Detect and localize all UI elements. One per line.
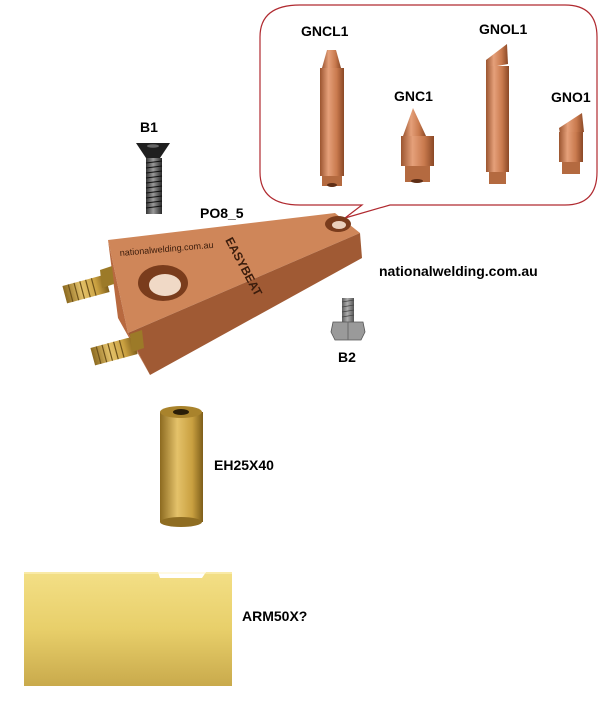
- site-label: nationalwelding.com.au: [379, 263, 538, 279]
- gnol1-electrode-tip: [486, 44, 509, 184]
- arm50x-label: ARM50X?: [242, 608, 308, 624]
- b2-hex-bolt: [330, 298, 366, 341]
- arm50x-arm: [24, 572, 232, 686]
- gncl1-electrode-tip: [320, 50, 344, 187]
- gncl1-label: GNCL1: [301, 23, 349, 39]
- b2-label: B2: [338, 349, 356, 365]
- brass-fitting-upper: [62, 266, 114, 304]
- b1-countersunk-screw: [136, 143, 170, 214]
- brass-fitting-lower: [90, 330, 144, 366]
- callout-bubble: [259, 4, 598, 219]
- gnol1-label: GNOL1: [479, 21, 528, 37]
- eh25x40-label: EH25X40: [214, 457, 274, 473]
- po8-5-electrode-holder-block: [108, 213, 362, 375]
- gno1-label: GNO1: [551, 89, 591, 105]
- gnc1-electrode-tip: [401, 108, 434, 183]
- gno1-electrode-tip: [559, 113, 584, 174]
- eh25x40-brass-sleeve: [160, 406, 203, 527]
- po8-5-label: PO8_5: [200, 205, 244, 221]
- b1-label: B1: [140, 119, 158, 135]
- gnc1-label: GNC1: [394, 88, 433, 104]
